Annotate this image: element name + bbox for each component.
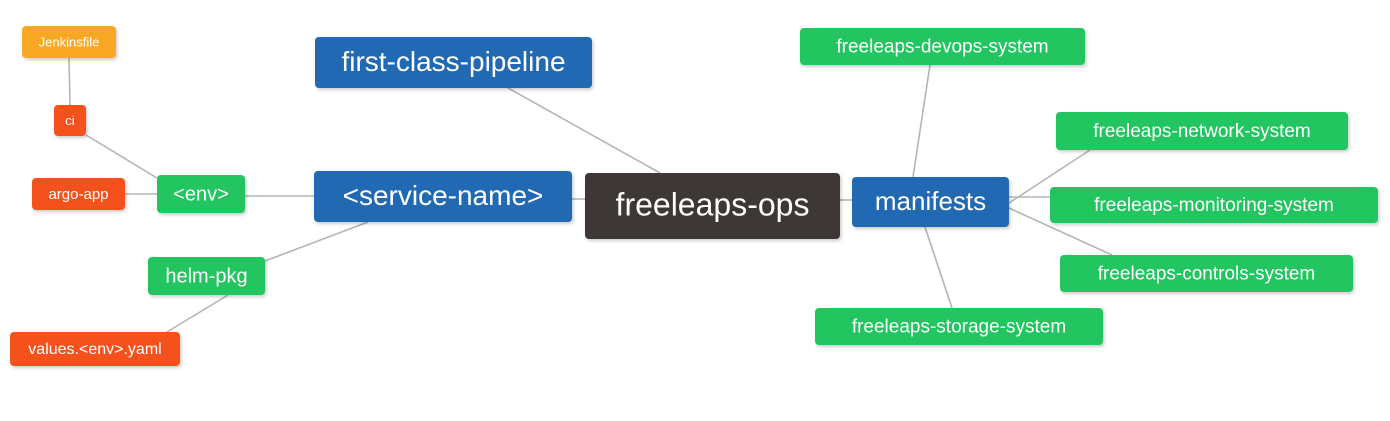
node-box-ci[interactable] [54, 105, 86, 136]
node-label-controls-system: freeleaps-controls-system [1098, 264, 1316, 285]
edge-manifests-to-storage-system [924, 226, 953, 309]
edge-ci-to-env [85, 134, 158, 179]
edge-manifests-to-devops-system [912, 64, 931, 178]
node-box-env[interactable] [157, 175, 245, 213]
edge-layer [68, 57, 1113, 333]
node-label-env: <env> [173, 183, 229, 205]
node-label-storage-system: freeleaps-storage-system [852, 317, 1066, 338]
edge-manifests-to-controls-system [1008, 207, 1113, 256]
node-devops-system[interactable]: freeleaps-devops-system [800, 28, 1085, 65]
edge-first-class-pipeline-to-freeleaps-ops [507, 87, 661, 174]
node-label-argo-app: argo-app [48, 186, 108, 203]
node-label-network-system: freeleaps-network-system [1093, 121, 1311, 142]
node-label-devops-system: freeleaps-devops-system [836, 37, 1048, 58]
edge-values-yaml-to-helm-pkg [166, 294, 229, 333]
node-box-helm-pkg[interactable] [148, 257, 265, 295]
node-controls-system[interactable]: freeleaps-controls-system [1060, 255, 1353, 292]
node-freeleaps-ops[interactable]: freeleaps-ops [585, 173, 840, 239]
node-label-jenkinsfile: Jenkinsfile [39, 34, 100, 49]
node-box-manifests[interactable] [852, 177, 1009, 227]
edge-jenkinsfile-to-ci [68, 57, 71, 106]
node-manifests[interactable]: manifests [852, 177, 1009, 227]
node-box-network-system[interactable] [1056, 112, 1348, 150]
node-layer: Jenkinsfile ci argo-app <env> helm-pkg values… [10, 26, 1378, 366]
node-label-manifests: manifests [875, 186, 986, 216]
node-box-storage-system[interactable] [815, 308, 1103, 345]
node-box-service-name[interactable] [314, 171, 572, 222]
node-monitoring-system[interactable]: freeleaps-monitoring-system [1050, 187, 1378, 223]
node-storage-system[interactable]: freeleaps-storage-system [815, 308, 1103, 345]
node-box-argo-app[interactable] [32, 178, 125, 210]
node-box-jenkinsfile[interactable] [22, 26, 116, 58]
node-label-helm-pkg: helm-pkg [165, 265, 247, 287]
edge-helm-pkg-to-service-name [264, 221, 369, 262]
node-env[interactable]: <env> [157, 175, 245, 213]
node-label-freeleaps-ops: freeleaps-ops [616, 186, 810, 222]
node-first-class-pipeline[interactable]: first-class-pipeline [315, 37, 592, 88]
node-label-first-class-pipeline: first-class-pipeline [341, 46, 565, 77]
node-box-freeleaps-ops[interactable] [585, 173, 840, 239]
node-box-devops-system[interactable] [800, 28, 1085, 65]
node-box-monitoring-system[interactable] [1050, 187, 1378, 223]
node-label-monitoring-system: freeleaps-monitoring-system [1094, 195, 1334, 216]
node-box-values-yaml[interactable] [10, 332, 180, 366]
node-network-system[interactable]: freeleaps-network-system [1056, 112, 1348, 150]
node-ci[interactable]: ci [54, 105, 86, 136]
node-service-name[interactable]: <service-name> [314, 171, 572, 222]
edge-manifests-to-network-system [1008, 149, 1091, 204]
node-argo-app[interactable]: argo-app [32, 178, 125, 210]
node-box-controls-system[interactable] [1060, 255, 1353, 292]
node-label-values-yaml: values.<env>.yaml [28, 341, 161, 358]
node-values-yaml[interactable]: values.<env>.yaml [10, 332, 180, 366]
node-label-ci: ci [65, 113, 75, 128]
node-helm-pkg[interactable]: helm-pkg [148, 257, 265, 295]
node-box-first-class-pipeline[interactable] [315, 37, 592, 88]
node-jenkinsfile[interactable]: Jenkinsfile [22, 26, 116, 58]
node-label-service-name: <service-name> [343, 180, 544, 211]
